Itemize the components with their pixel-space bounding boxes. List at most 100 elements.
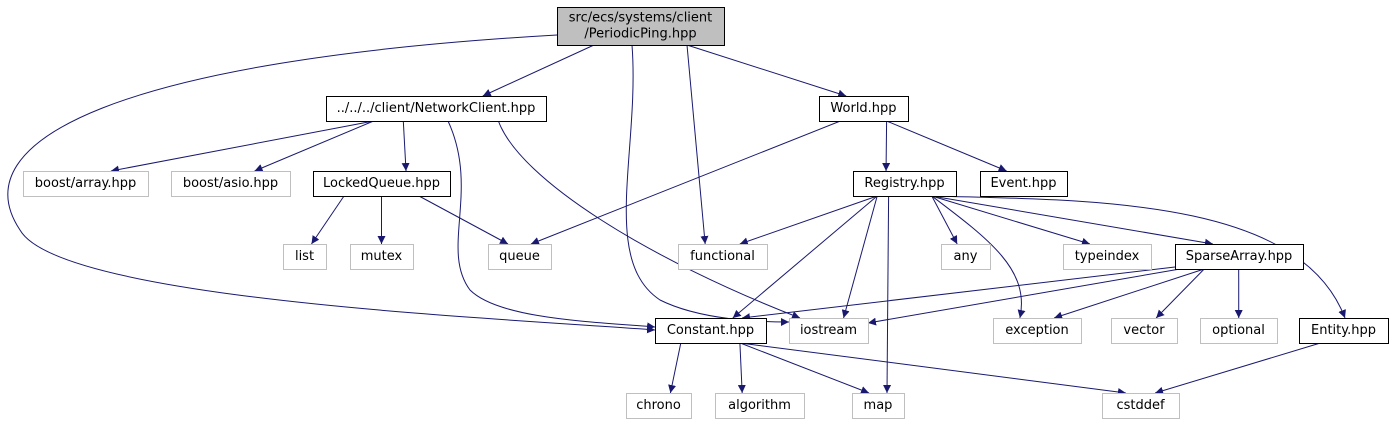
algorithm-node-label: algorithm bbox=[728, 398, 791, 413]
chrono-node: chrono bbox=[626, 393, 692, 419]
sparse-array-hpp-node-label: SparseArray.hpp bbox=[1186, 249, 1293, 264]
iostream-node-box bbox=[789, 318, 869, 344]
edge-netclient-to-constant bbox=[447, 120, 656, 331]
boost-asio-hpp-node-label: boost/asio.hpp bbox=[183, 176, 278, 191]
optional-node-box bbox=[1200, 318, 1278, 344]
periodic-ping-hpp-node-box bbox=[557, 7, 725, 46]
cstddef-node-box bbox=[1102, 393, 1180, 419]
list-node-box bbox=[283, 244, 327, 270]
edge-registry-to-entity bbox=[931, 195, 1346, 319]
edge-registry-to-sparsearray bbox=[931, 195, 1213, 247]
edge-world-to-registry bbox=[882, 120, 891, 172]
map-node-box bbox=[852, 393, 905, 419]
event-hpp-node[interactable]: Event.hpp bbox=[980, 171, 1068, 197]
any-node: any bbox=[941, 244, 991, 270]
locked-queue-hpp-node[interactable]: LockedQueue.hpp bbox=[313, 171, 451, 197]
iostream-node-label: iostream bbox=[800, 323, 857, 338]
vector-node: vector bbox=[1111, 318, 1178, 344]
constant-hpp-node[interactable]: Constant.hpp bbox=[655, 318, 767, 344]
periodic-ping-hpp-node-label: src/ecs/systems/client bbox=[569, 11, 713, 26]
boost-array-hpp-node: boost/array.hpp bbox=[23, 171, 149, 197]
edge-constant-to-algorithm bbox=[737, 342, 746, 394]
queue-node-label: queue bbox=[499, 249, 540, 264]
dependency-nodes: src/ecs/systems/client/PeriodicPing.hpp.… bbox=[23, 7, 1389, 419]
edge-sparsearray-to-constant bbox=[741, 266, 1176, 322]
edge-sparsearray-to-iostream bbox=[867, 268, 1181, 326]
map-node: map bbox=[852, 393, 905, 419]
dependency-edges bbox=[7, 34, 1346, 396]
periodic-ping-hpp-node-label: /PeriodicPing.hpp bbox=[584, 27, 696, 42]
edge-registry-to-iostream bbox=[841, 195, 878, 319]
edge-registry-to-typeindex bbox=[931, 195, 1091, 246]
algorithm-node: algorithm bbox=[715, 393, 805, 419]
edge-constant-to-map bbox=[740, 342, 870, 394]
registry-hpp-node[interactable]: Registry.hpp bbox=[853, 171, 957, 197]
event-hpp-node-label: Event.hpp bbox=[990, 176, 1056, 191]
typeindex-node-label: typeindex bbox=[1075, 249, 1140, 264]
edge-registry-to-functional bbox=[739, 195, 878, 246]
edge-entity-to-cstddef bbox=[1154, 342, 1321, 395]
map-node-label: map bbox=[864, 398, 893, 413]
functional-node-label: functional bbox=[690, 249, 755, 264]
queue-node: queue bbox=[488, 244, 552, 270]
world-hpp-node-box bbox=[819, 96, 909, 122]
edge-root-to-netclient bbox=[482, 44, 595, 97]
typeindex-node: typeindex bbox=[1063, 244, 1152, 270]
edge-world-to-queue bbox=[530, 120, 841, 245]
registry-hpp-node-box bbox=[853, 171, 957, 197]
optional-node-label: optional bbox=[1212, 323, 1265, 338]
mutex-node: mutex bbox=[350, 244, 414, 270]
cstddef-node-label: cstddef bbox=[1116, 398, 1165, 413]
world-hpp-node-label: World.hpp bbox=[830, 101, 896, 116]
chrono-node-label: chrono bbox=[636, 398, 681, 413]
sparse-array-hpp-node[interactable]: SparseArray.hpp bbox=[1175, 244, 1304, 270]
boost-asio-hpp-node-box bbox=[171, 171, 291, 197]
constant-hpp-node-box bbox=[655, 318, 767, 344]
exception-node: exception bbox=[993, 318, 1082, 344]
edge-root-to-constant bbox=[7, 34, 656, 334]
edge-registry-to-any bbox=[931, 195, 958, 245]
network-client-hpp-node-label: ../../../client/NetworkClient.hpp bbox=[337, 101, 536, 116]
edge-netclient-to-iostream bbox=[497, 120, 801, 319]
exception-node-box bbox=[993, 318, 1082, 344]
edge-sparsearray-to-vector bbox=[1155, 268, 1205, 319]
world-hpp-node[interactable]: World.hpp bbox=[819, 96, 909, 122]
edge-netclient-to-boostasio bbox=[254, 120, 374, 172]
edge-registry-to-constant bbox=[732, 195, 878, 319]
boost-array-hpp-node-box bbox=[23, 171, 149, 197]
typeindex-node-box bbox=[1063, 244, 1152, 270]
list-node: list bbox=[283, 244, 327, 270]
network-client-hpp-node[interactable]: ../../../client/NetworkClient.hpp bbox=[326, 96, 547, 122]
vector-node-box bbox=[1111, 318, 1178, 344]
edge-root-to-functional bbox=[686, 44, 709, 245]
edge-constant-to-cstddef bbox=[740, 342, 1126, 396]
sparse-array-hpp-node-box bbox=[1175, 244, 1304, 270]
any-node-box bbox=[941, 244, 991, 270]
edge-netclient-to-boostarray bbox=[110, 120, 374, 174]
entity-hpp-node[interactable]: Entity.hpp bbox=[1299, 318, 1389, 344]
queue-node-box bbox=[488, 244, 552, 270]
periodic-ping-hpp-node[interactable]: src/ecs/systems/client/PeriodicPing.hpp bbox=[557, 7, 725, 46]
exception-node-label: exception bbox=[1005, 323, 1069, 338]
mutex-node-box bbox=[350, 244, 414, 270]
mutex-node-label: mutex bbox=[361, 249, 403, 264]
edge-lockedqueue-to-list bbox=[311, 195, 345, 245]
vector-node-label: vector bbox=[1123, 323, 1165, 338]
entity-hpp-node-label: Entity.hpp bbox=[1311, 323, 1376, 338]
list-node-label: list bbox=[295, 249, 314, 264]
boost-array-hpp-node-label: boost/array.hpp bbox=[35, 176, 137, 191]
edge-sparsearray-to-exception bbox=[1053, 268, 1205, 320]
edge-world-to-event bbox=[886, 120, 1007, 172]
registry-hpp-node-label: Registry.hpp bbox=[864, 176, 944, 191]
entity-hpp-node-box bbox=[1299, 318, 1389, 344]
functional-node-box bbox=[678, 244, 768, 270]
edge-root-to-world bbox=[686, 44, 847, 98]
edge-lockedqueue-to-queue bbox=[418, 195, 509, 245]
iostream-node: iostream bbox=[789, 318, 869, 344]
functional-node: functional bbox=[678, 244, 768, 270]
boost-asio-hpp-node: boost/asio.hpp bbox=[171, 171, 291, 197]
constant-hpp-node-label: Constant.hpp bbox=[667, 323, 754, 338]
any-node-label: any bbox=[954, 249, 978, 264]
optional-node: optional bbox=[1200, 318, 1278, 344]
